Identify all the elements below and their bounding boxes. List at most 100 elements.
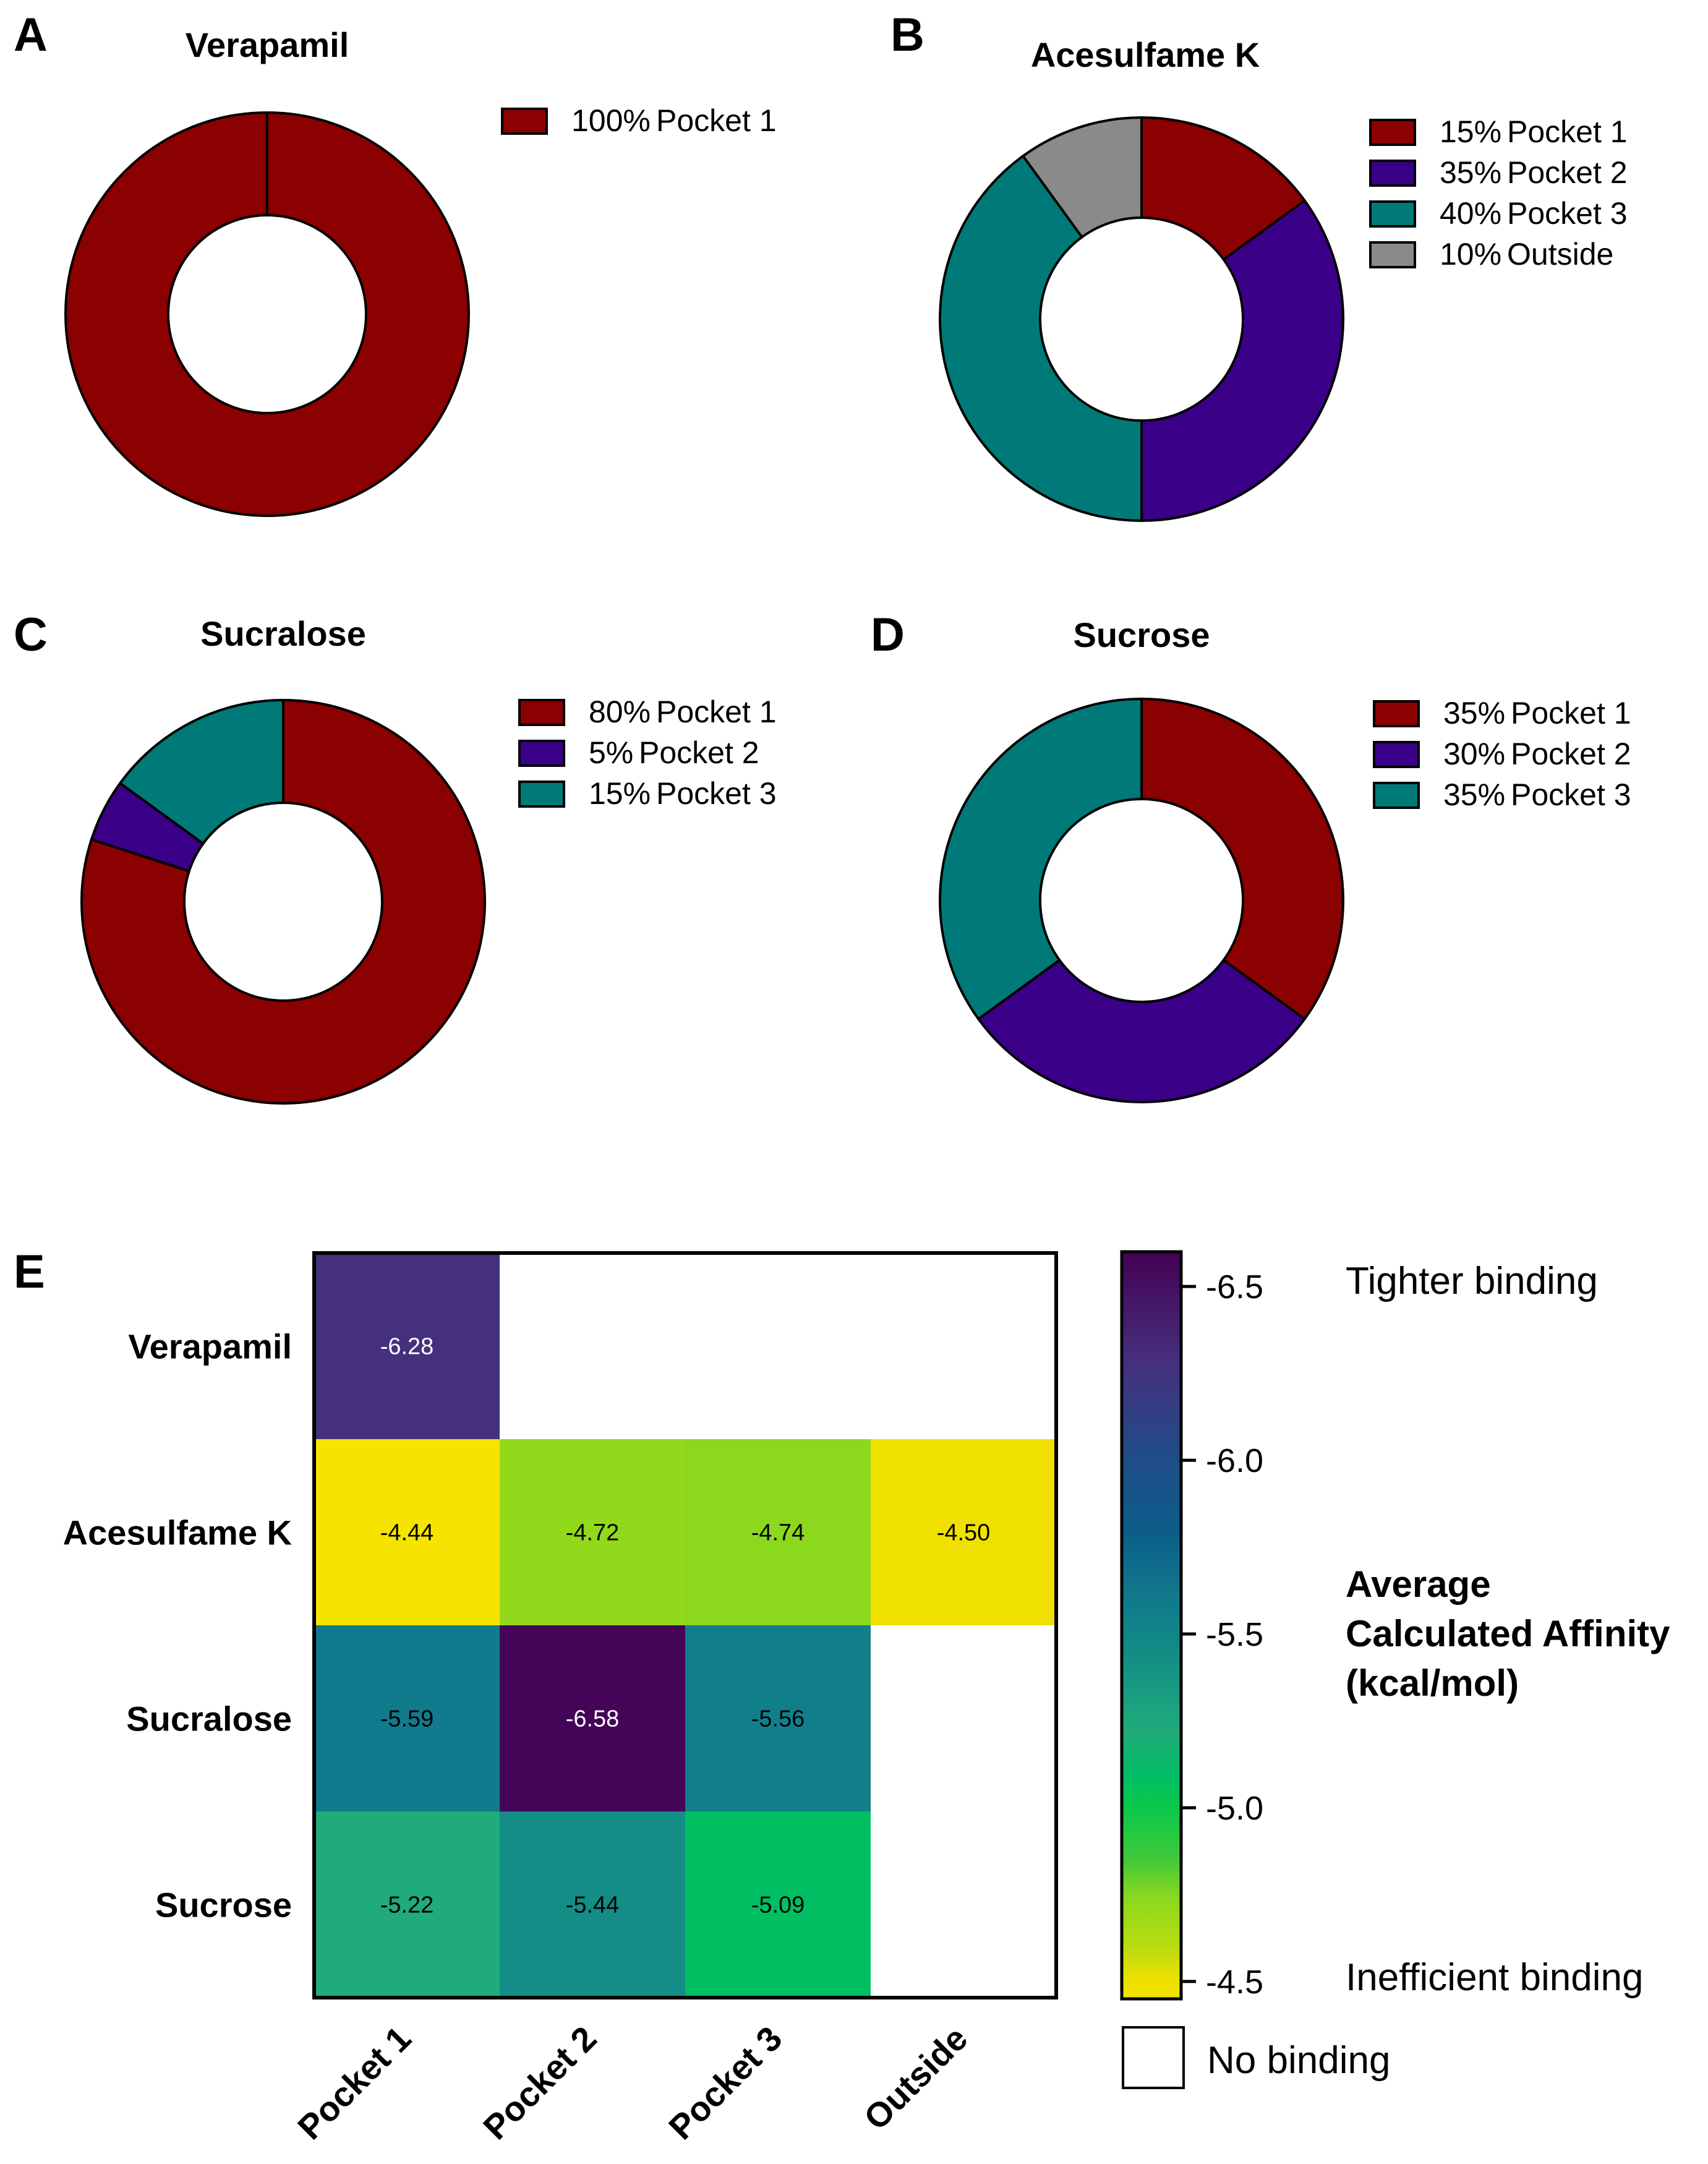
legend-swatch xyxy=(1373,700,1420,727)
heatmap-column-label: Pocket 2 xyxy=(476,2019,604,2147)
donut-slice-pocket-1 xyxy=(1140,697,1344,1021)
legend-pct: 30% xyxy=(1443,737,1505,771)
heatmap-column-label: Pocket 1 xyxy=(290,2019,418,2147)
legend: 100%Pocket 1 xyxy=(501,103,777,138)
donut-slice-pocket-1 xyxy=(1140,116,1307,262)
panel-e: E -6.28-4.44-4.72-4.74-4.50-5.59-6.58-5.… xyxy=(14,1246,1670,2147)
heatmap-cell xyxy=(500,1253,685,1439)
heatmap-cell-label: -4.72 xyxy=(566,1520,620,1546)
legend-label: Pocket 2 xyxy=(1511,737,1631,771)
heatmap-cell xyxy=(314,1811,500,1998)
colorbar-title-line: Average xyxy=(1346,1563,1491,1605)
heatmap-cells xyxy=(314,1253,1056,1998)
colorbar-title-line: Calculated Affinity xyxy=(1346,1613,1670,1654)
no-binding-key: No binding xyxy=(1122,2026,1390,2089)
heatmap-cell xyxy=(500,1439,685,1625)
heatmap-row-label: Verapamil xyxy=(128,1327,292,1366)
colorbar-tick-label: -6.0 xyxy=(1206,1442,1263,1479)
legend-pct: 35% xyxy=(1443,696,1505,730)
no-binding-label: No binding xyxy=(1207,2039,1390,2082)
donut-slice-pocket-1 xyxy=(64,111,470,518)
legend-label: Pocket 2 xyxy=(639,735,759,770)
heatmap-cell xyxy=(500,1811,685,1998)
heatmap-cell-label: -5.09 xyxy=(751,1892,805,1918)
panel-label-b: B xyxy=(890,9,924,61)
heatmap-row-label: Sucrose xyxy=(155,1886,292,1925)
panel-a: A Verapamil 100%Pocket 1 xyxy=(14,9,777,518)
legend-swatch xyxy=(501,108,548,135)
heatmap-cell-label: -5.59 xyxy=(380,1706,434,1732)
heatmap-cell xyxy=(314,1253,500,1439)
panel-label-e: E xyxy=(14,1246,45,1298)
heatmap-cell xyxy=(871,1625,1056,1811)
legend-label: Pocket 1 xyxy=(656,103,777,138)
colorbar-ticks: -6.5 -6.0 -5.5 -5.0 -4.5 xyxy=(1181,1268,1263,2001)
legend-pct: 80% xyxy=(589,695,651,729)
heatmap-cell xyxy=(500,1625,685,1811)
legend-swatch xyxy=(1369,200,1416,228)
colorbar-tick-label: -5.5 xyxy=(1206,1616,1263,1653)
panel-d: D Sucrose 35%Pocket 130%Pocket 235%Pocke… xyxy=(871,609,1631,1103)
colorbar-tick-label: -5.0 xyxy=(1206,1790,1263,1827)
chart-title: Acesulfame K xyxy=(1031,35,1260,74)
panel-c: C Sucralose 80%Pocket 15%Pocket 215%Pock… xyxy=(14,609,777,1105)
legend-label: Pocket 2 xyxy=(1507,155,1628,190)
colorbar-tick-label: -4.5 xyxy=(1206,1964,1263,2001)
legend-label: Pocket 1 xyxy=(1511,696,1631,730)
heatmap-cell-label: -5.56 xyxy=(751,1706,805,1732)
heatmap-cell xyxy=(314,1439,500,1625)
legend-label: Pocket 3 xyxy=(1507,196,1628,231)
colorbar-gradient xyxy=(1120,1250,1183,2001)
legend-swatch xyxy=(1369,241,1416,268)
donut-slice-pocket-3 xyxy=(939,697,1143,1021)
colorbar-tick-label: -6.5 xyxy=(1206,1268,1263,1306)
colorbar-bottom-note: Inefficient binding xyxy=(1346,1956,1643,1999)
legend-swatch xyxy=(1369,119,1416,146)
chart-title: Sucralose xyxy=(200,614,366,653)
donut-chart xyxy=(939,697,1344,1103)
donut-chart xyxy=(939,116,1344,523)
heatmap-cell xyxy=(685,1811,871,1998)
heatmap-cell xyxy=(685,1253,871,1439)
heatmap-cell xyxy=(685,1625,871,1811)
heatmap-cell-label: -6.58 xyxy=(566,1706,620,1732)
heatmap-cell xyxy=(871,1811,1056,1998)
chart-title: Verapamil xyxy=(186,25,349,64)
colorbar-title-line: (kcal/mol) xyxy=(1346,1662,1519,1704)
heatmap-cell-label: -6.28 xyxy=(380,1334,434,1360)
legend-pct: 100% xyxy=(571,103,651,138)
legend-label: Pocket 3 xyxy=(1511,777,1631,812)
legend-label: Pocket 1 xyxy=(656,695,777,729)
donut-chart xyxy=(80,698,486,1105)
heatmap-frame xyxy=(312,1251,1058,1999)
legend-pct: 35% xyxy=(1440,155,1501,190)
panel-label-a: A xyxy=(14,9,48,61)
donut-slice-pocket-2 xyxy=(976,958,1307,1103)
legend-pct: 40% xyxy=(1440,196,1501,231)
donut-slice-outside xyxy=(1021,116,1143,239)
legend: 80%Pocket 15%Pocket 215%Pocket 3 xyxy=(518,695,777,811)
legend-pct: 15% xyxy=(1440,114,1501,149)
donut-slice-pocket-1 xyxy=(80,698,486,1105)
legend-label: Pocket 3 xyxy=(656,776,777,811)
donut-slice-pocket-3 xyxy=(118,698,284,845)
heatmap-column-label: Outside xyxy=(856,2019,975,2137)
heatmap-row-label: Sucralose xyxy=(126,1700,292,1738)
panel-b: B Acesulfame K 15%Pocket 135%Pocket 240%… xyxy=(890,9,1628,523)
chart-title: Sucrose xyxy=(1074,615,1210,654)
colorbar-top-note: Tighter binding xyxy=(1346,1260,1598,1302)
legend: 35%Pocket 130%Pocket 235%Pocket 3 xyxy=(1373,696,1631,812)
heatmap-cell xyxy=(871,1253,1056,1439)
donut-chart xyxy=(64,111,470,518)
heatmap-column-label: Pocket 3 xyxy=(661,2019,789,2147)
heatmap-column-labels: Pocket 1 Pocket 2 Pocket 3 Outside xyxy=(290,2019,975,2147)
legend-swatch xyxy=(1373,741,1420,768)
legend-swatch xyxy=(1373,782,1420,809)
heatmap-cell xyxy=(871,1439,1056,1625)
heatmap-cell xyxy=(314,1625,500,1811)
no-binding-swatch xyxy=(1122,2026,1185,2089)
donut-slice-pocket-3 xyxy=(939,154,1143,523)
